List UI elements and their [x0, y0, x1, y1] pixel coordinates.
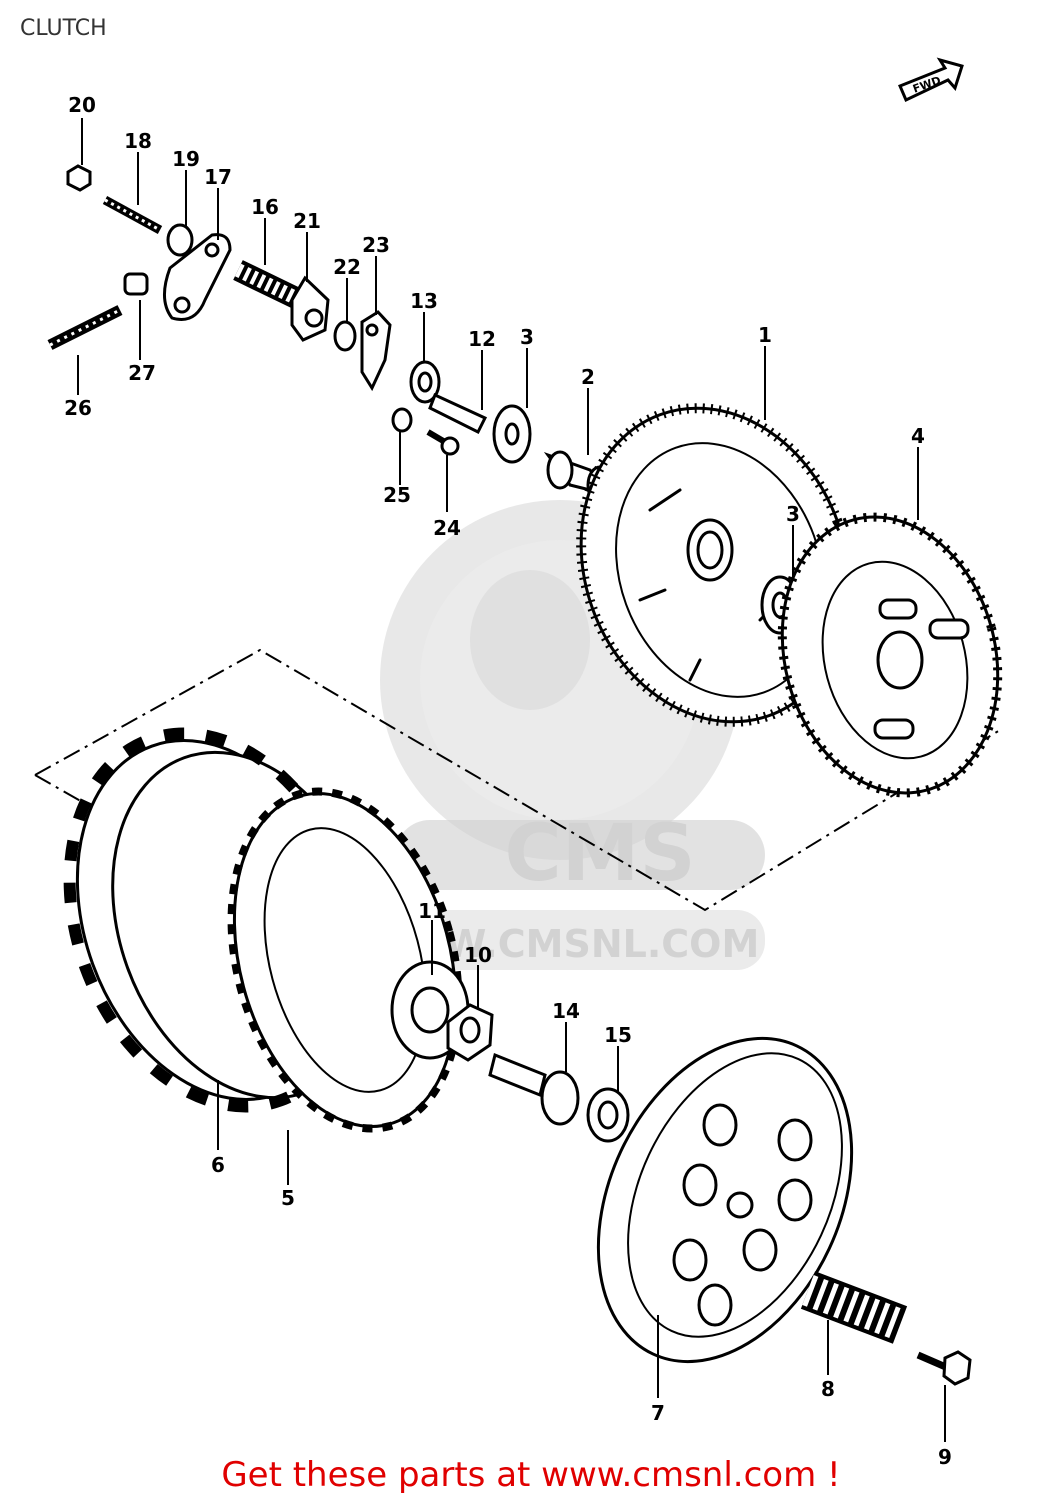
part-22-washer: [333, 320, 357, 352]
callout-26: 26: [64, 396, 92, 420]
part-16-release-screw: [233, 260, 305, 310]
callout-20: 20: [68, 93, 96, 117]
part-26-spring: [47, 305, 123, 350]
callout-11: 11: [418, 899, 446, 923]
callout-21: 21: [293, 209, 321, 233]
callout-22: 22: [333, 255, 361, 279]
callout-12: 12: [468, 327, 496, 351]
get-parts-link[interactable]: Get these parts at www.cmsnl.com !: [221, 1455, 841, 1495]
front-arrow-label: FWD: [911, 74, 942, 96]
part-24-bolt: [426, 429, 460, 456]
part-27-pin: [123, 272, 149, 296]
part-9-bolt: [916, 1350, 972, 1386]
callout-4: 4: [911, 424, 925, 448]
part-7-pressure-plate: [596, 1036, 854, 1364]
part-3-thrust-washer: [492, 404, 532, 464]
callout-23: 23: [362, 233, 390, 257]
callout-6: 6: [211, 1153, 225, 1177]
callout-7: 7: [651, 1401, 665, 1425]
callout-5: 5: [281, 1186, 295, 1210]
part-21-release-bracket: [290, 275, 330, 342]
part-12-push-rod: [428, 392, 488, 435]
callout-25: 25: [383, 483, 411, 507]
callout-leaders: [77, 118, 946, 1442]
callout-3b: 3: [786, 502, 800, 526]
part-4-sleeve-hub: [777, 512, 1003, 798]
part-15-bearing: [586, 1087, 630, 1143]
callout-1: 1: [758, 323, 772, 347]
part-20-nut: [66, 164, 92, 192]
callout-27: 27: [128, 361, 156, 385]
part-19-washer: [166, 223, 194, 257]
callout-16: 16: [251, 195, 279, 219]
part-10-nut: [446, 1003, 494, 1062]
callout-14: 14: [552, 999, 580, 1023]
part-23-release-cam: [360, 310, 392, 392]
front-arrow-icon: FWD: [898, 57, 964, 103]
callout-8: 8: [821, 1377, 835, 1401]
callout-numbers: 20 18 19 17 16 21 22 23 13 12 3 2 1 4 3 …: [64, 93, 952, 1469]
callout-24: 24: [433, 516, 461, 540]
part-14-push-piece: [488, 1052, 580, 1126]
callout-15: 15: [604, 1023, 632, 1047]
callout-19: 19: [172, 147, 200, 171]
part-17-release-plate: [163, 233, 232, 321]
callout-9: 9: [938, 1445, 952, 1469]
part-5-driven-plates: [227, 787, 463, 1133]
callout-2: 2: [581, 365, 595, 389]
watermark-brand: CMS: [504, 809, 695, 899]
callout-13: 13: [410, 289, 438, 313]
part-18-adjust-screw: [102, 196, 163, 234]
callout-10: 10: [464, 943, 492, 967]
page-title: CLUTCH: [20, 16, 107, 41]
callout-3a: 3: [520, 325, 534, 349]
part-25-washer: [391, 407, 413, 433]
callout-18: 18: [124, 129, 152, 153]
part-8-clutch-spring: [800, 1271, 908, 1344]
callout-17: 17: [204, 165, 232, 189]
